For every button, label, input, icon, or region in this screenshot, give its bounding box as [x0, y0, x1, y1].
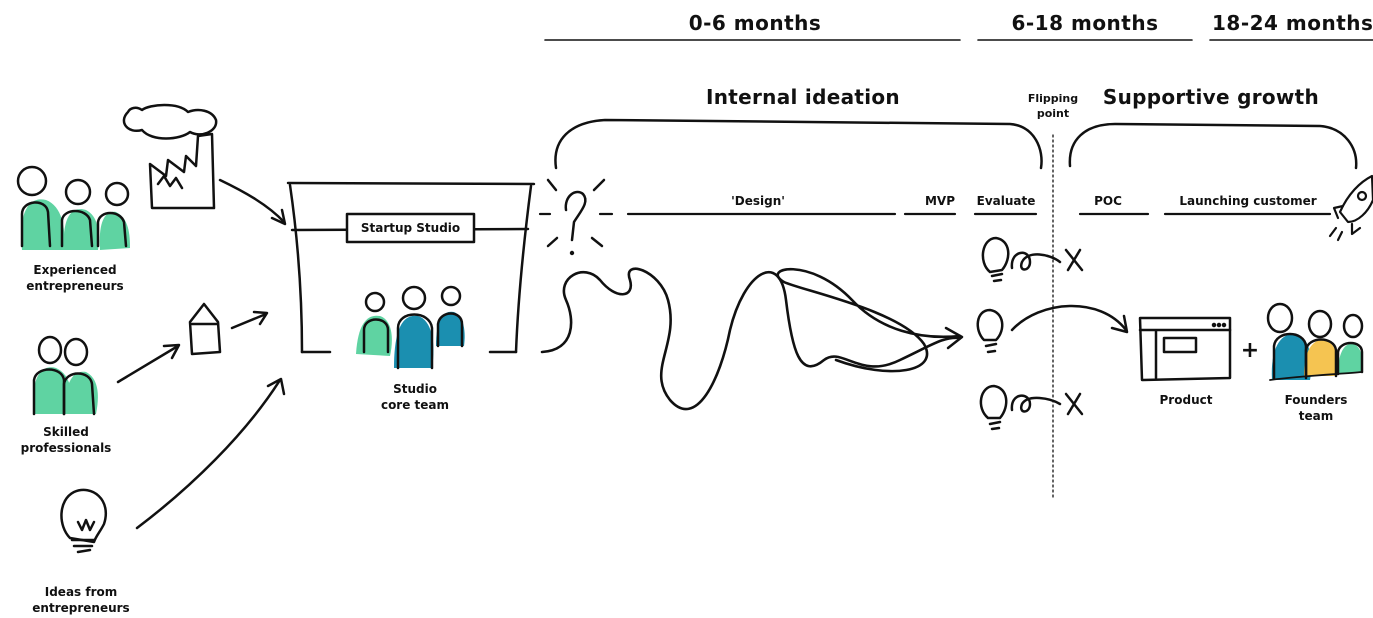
startup-studio-title: Startup Studio — [360, 221, 461, 235]
phase-internal-ideation: Internal ideation — [706, 85, 900, 109]
studio-core-team-line-2: core team — [380, 398, 450, 413]
arrow-to-product — [1010, 304, 1128, 332]
ideation-squiggle-loop — [776, 267, 962, 373]
step-poc: POC — [1094, 194, 1122, 208]
experienced-entrepreneurs-label: Experienced entrepreneurs — [20, 262, 130, 294]
timeline-18-24-months: 18-24 months — [1212, 11, 1373, 35]
ideas-lightbulb-icon — [60, 488, 107, 554]
flipping-point-line-1: Flipping — [1027, 92, 1079, 105]
skilled-professionals-label: Skilled professionals — [16, 424, 116, 456]
plus-sign: + — [1240, 338, 1260, 363]
ideas-from-entrepreneurs-line-2: entrepreneurs — [32, 601, 130, 616]
timeline-0-6-months: 0-6 months — [688, 11, 822, 35]
skilled-professionals-line-1: Skilled — [43, 425, 89, 439]
studio-core-team-line-1: Studio — [393, 382, 437, 396]
bulb-top-icon — [981, 236, 1084, 283]
founders-team-label: Founders team — [1276, 392, 1356, 424]
experienced-entrepreneurs-icon — [16, 165, 130, 250]
skilled-professionals-icon — [32, 335, 98, 416]
flipping-point-label: Flipping point — [1018, 92, 1088, 122]
step-evaluate: Evaluate — [976, 194, 1036, 208]
founders-team-icon — [1266, 302, 1364, 381]
skilled-professionals-line-2: professionals — [20, 441, 112, 456]
experienced-entrepreneurs-line-2: entrepreneurs — [26, 279, 124, 294]
ideation-squiggle-arrowhead — [944, 326, 964, 350]
step-launching-customer: Launching customer — [1179, 194, 1317, 208]
bulb-middle-icon — [976, 308, 1004, 354]
experienced-entrepreneurs-line-1: Experienced — [33, 263, 117, 277]
founders-team-line-2: team — [1298, 409, 1334, 424]
internal-ideation-brace — [554, 118, 1043, 170]
product-window-icon — [1138, 316, 1232, 382]
studio-frame — [286, 181, 536, 354]
input-arrows — [116, 178, 287, 530]
arrow-to-product-head — [1110, 314, 1129, 334]
ideation-squiggle — [540, 267, 962, 411]
phase-supportive-growth: Supportive growth — [1102, 85, 1320, 109]
timeline-6-18-months: 6-18 months — [1011, 11, 1159, 35]
factory-icon — [122, 103, 218, 210]
product-label: Product — [1159, 393, 1213, 407]
ideas-from-entrepreneurs-line-1: Ideas from — [44, 585, 118, 599]
bulb-bottom-icon — [979, 384, 1084, 431]
ideas-from-entrepreneurs-label: Ideas from entrepreneurs — [24, 584, 138, 616]
rocket-icon — [1328, 174, 1373, 242]
studio-core-team-icon — [356, 285, 465, 370]
studio-core-team-label: Studio core team — [370, 381, 460, 413]
founders-team-line-1: Founders — [1284, 393, 1348, 407]
question-mark-icon — [546, 178, 606, 256]
step-design: 'Design' — [731, 194, 785, 208]
step-mvp: MVP — [924, 194, 956, 208]
flipping-point-line-2: point — [1036, 106, 1070, 120]
house-icon — [188, 302, 222, 356]
supportive-growth-brace — [1068, 122, 1358, 170]
